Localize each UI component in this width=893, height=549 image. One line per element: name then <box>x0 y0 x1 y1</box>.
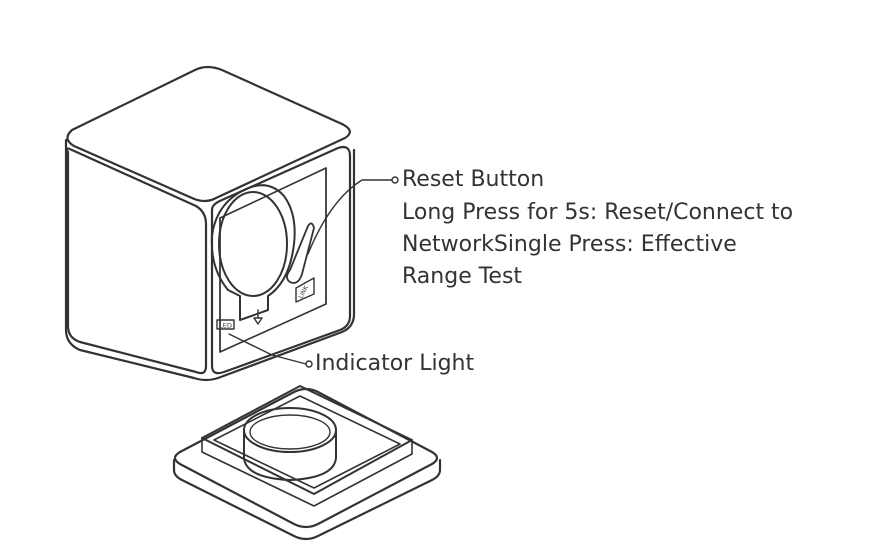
reset-description-line: Range Test <box>402 264 523 289</box>
base-plate-top <box>173 387 439 529</box>
battery-circle <box>218 191 288 297</box>
battery-cutout <box>210 184 296 321</box>
reset-button-description: Long Press for 5s: Reset/Connect to Netw… <box>402 197 872 293</box>
sensor-cube: LINK LED <box>64 65 356 382</box>
cube-right-face <box>210 145 352 375</box>
indicator-leader-line <box>228 333 307 365</box>
cube-outline <box>64 138 356 382</box>
indicator-leader-dot <box>305 360 313 368</box>
reset-leader-dot <box>391 176 399 184</box>
reset-leader-line <box>307 179 393 255</box>
indicator-light: LED <box>216 319 235 330</box>
led-marking: LED <box>219 322 232 330</box>
reset-description-line: Long Press for 5s: Reset/Connect to <box>402 200 794 225</box>
base-plate-edge <box>172 458 442 541</box>
indicator-light-label: Indicator Light <box>315 351 475 376</box>
reset-description-line: NetworkSingle Press: Effective <box>402 232 737 257</box>
mounting-base <box>172 385 442 541</box>
leader-lines <box>228 176 399 368</box>
cube-top-face <box>66 65 351 203</box>
base-cylinder-side <box>243 429 337 481</box>
cube-left-face <box>65 147 208 375</box>
base-rim-side <box>201 437 413 507</box>
reset-slot <box>286 222 315 284</box>
led-marking-box <box>216 319 235 330</box>
down-arrow-icon <box>253 309 263 325</box>
link-marking-box <box>295 277 315 303</box>
base-cylinder-inner <box>249 414 331 450</box>
reset-button-label: Reset Button <box>402 167 545 192</box>
